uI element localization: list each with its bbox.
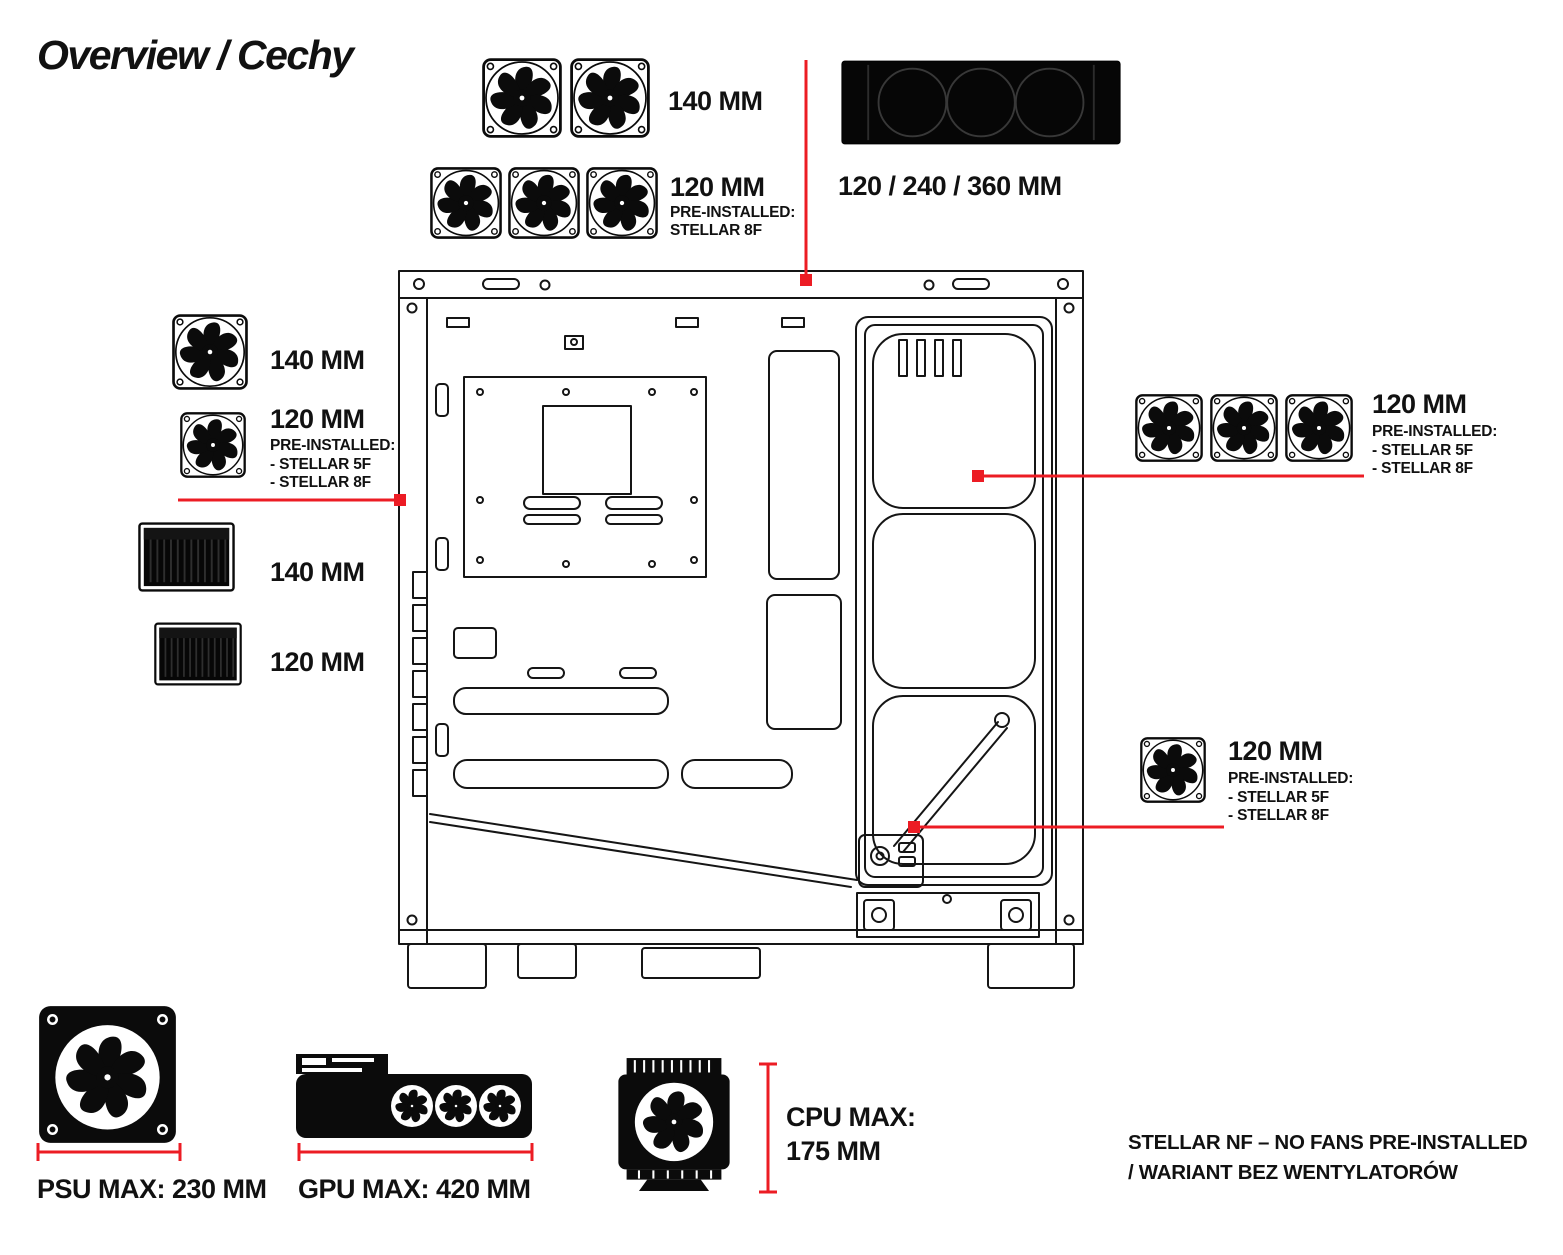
cpu-max-label-2: 175 MM <box>786 1136 881 1166</box>
fan-120-icon <box>430 167 502 239</box>
radiator-icon <box>138 522 235 592</box>
left-rad120-label: 120 MM <box>270 647 365 677</box>
right-120mm-label: 120 MM <box>1372 389 1467 419</box>
right-120mm-sub1: PRE-INSTALLED: <box>1372 423 1498 440</box>
page-title: Overview / Cechy <box>37 32 354 78</box>
fan-140-icon <box>172 314 248 390</box>
fan-140-icon <box>570 58 650 138</box>
left-120mm-sub2: - STELLAR 5F <box>270 456 371 473</box>
rear-120mm-sub2: - STELLAR 5F <box>1228 789 1329 806</box>
psu-max-label: PSU MAX: 230 MM <box>37 1174 267 1204</box>
cpu-max-label-1: CPU MAX: <box>786 1102 916 1132</box>
gpu-max-label: GPU MAX: 420 MM <box>298 1174 531 1204</box>
rear-120mm-sub1: PRE-INSTALLED: <box>1228 770 1354 787</box>
left-120mm-sub3: - STELLAR 8F <box>270 474 371 491</box>
footnote-line-2: / WARIANT BEZ WENTYLATORÓW <box>1128 1161 1458 1184</box>
fan-120-icon <box>180 412 246 478</box>
top-120mm-sub1: PRE-INSTALLED: <box>670 204 796 221</box>
cpu-cooler-icon <box>612 1056 736 1192</box>
top-140mm-label: 140 MM <box>668 86 763 116</box>
radiator-360-icon <box>840 55 1122 150</box>
right-120mm-sub3: - STELLAR 8F <box>1372 460 1473 477</box>
fan-120-icon <box>1210 394 1278 462</box>
left-rad140-label: 140 MM <box>270 557 365 587</box>
fan-120-icon <box>508 167 580 239</box>
psu-fan-icon <box>37 1004 178 1145</box>
top-radiator-label: 120 / 240 / 360 MM <box>838 171 1062 201</box>
top-120mm-label: 120 MM <box>670 172 765 202</box>
connector-lines <box>36 60 1364 1194</box>
connector-markers <box>394 274 984 833</box>
left-140mm-label: 140 MM <box>270 345 365 375</box>
gpu-card-icon <box>294 1050 534 1142</box>
fan-120-icon <box>1135 394 1203 462</box>
footnote-line-1: STELLAR NF – NO FANS PRE-INSTALLED <box>1128 1131 1528 1154</box>
case-drawing <box>398 270 1084 989</box>
left-120mm-sub1: PRE-INSTALLED: <box>270 437 396 454</box>
left-120mm-label: 120 MM <box>270 404 365 434</box>
right-120mm-sub2: - STELLAR 5F <box>1372 442 1473 459</box>
top-120mm-sub2: STELLAR 8F <box>670 222 762 239</box>
fan-120-icon <box>586 167 658 239</box>
rear-120mm-sub3: - STELLAR 8F <box>1228 807 1329 824</box>
fan-120-icon <box>1140 737 1206 803</box>
rear-120mm-label: 120 MM <box>1228 736 1323 766</box>
fan-140-icon <box>482 58 562 138</box>
radiator-icon <box>154 622 242 686</box>
fan-120-icon <box>1285 394 1353 462</box>
